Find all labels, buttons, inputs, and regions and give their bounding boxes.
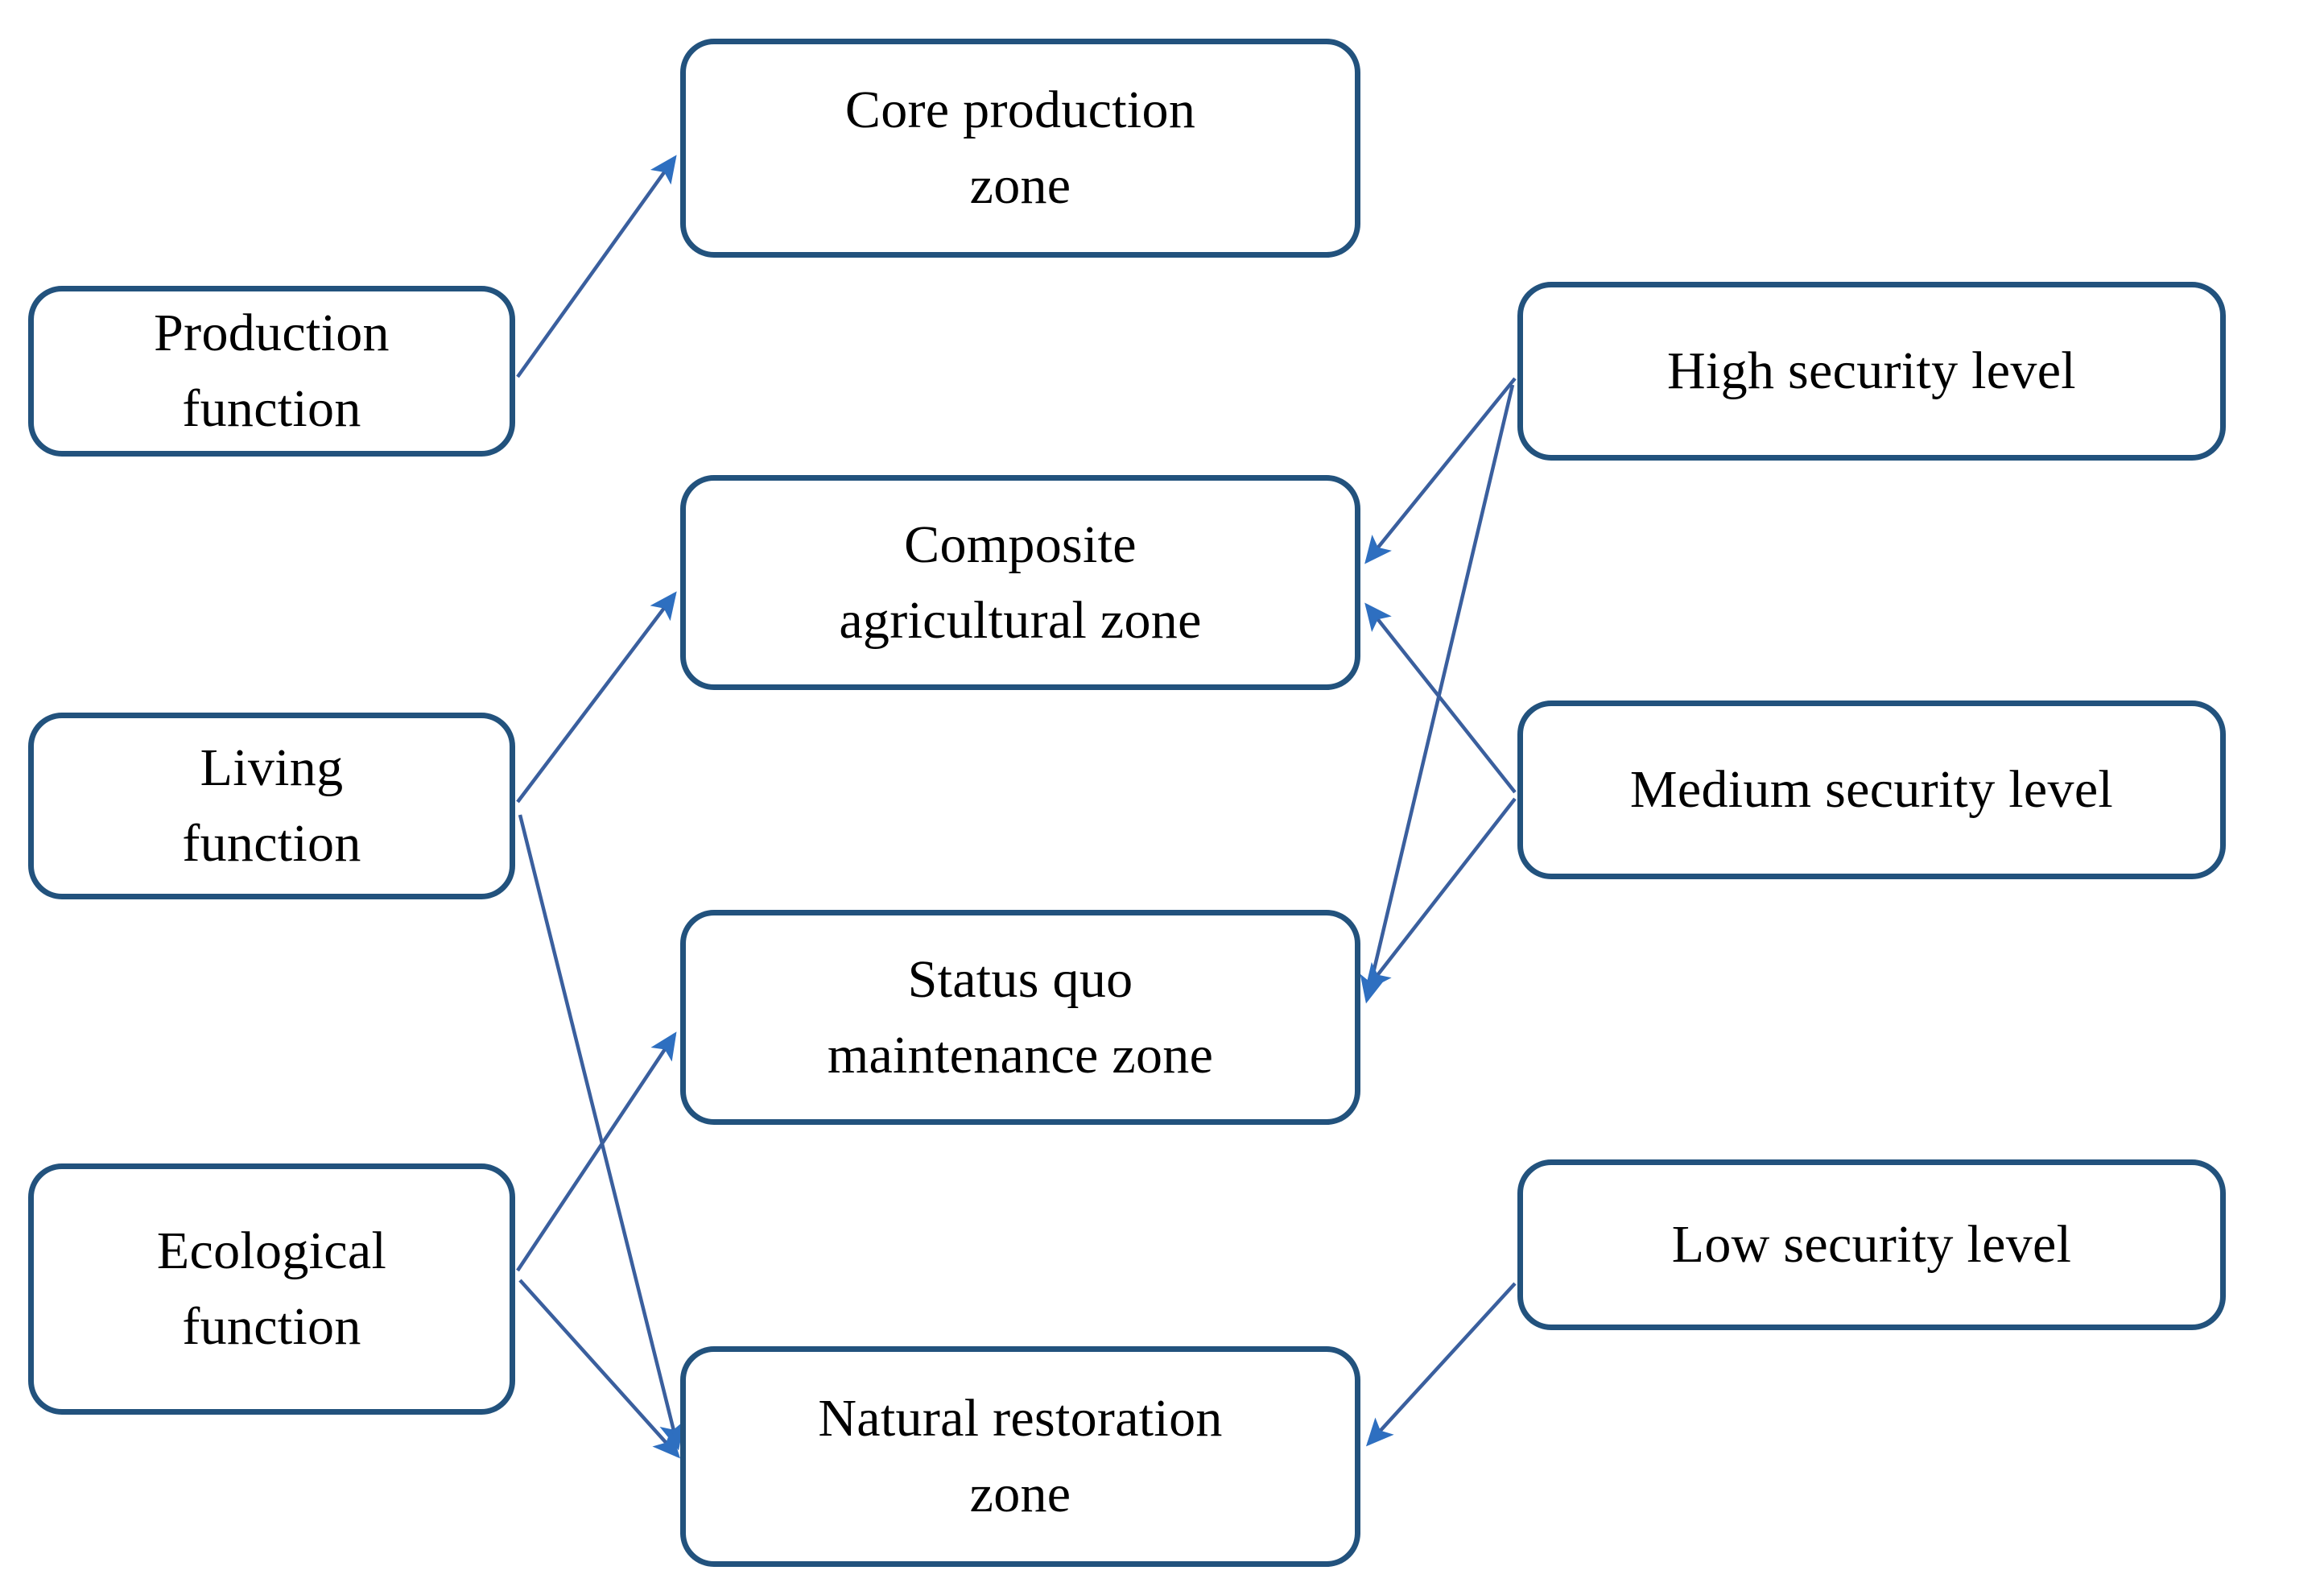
node-core-production-zone[interactable]: Core production zone: [680, 39, 1360, 258]
edge-medium-to-statusquo: [1364, 797, 1517, 992]
node-status-quo-maintenance-zone[interactable]: Status quo maintenance zone: [680, 910, 1360, 1125]
node-label-status-quo-maintenance-zone: Status quo maintenance zone: [827, 949, 1214, 1085]
node-label-low-security-level: Low security level: [1671, 1215, 2072, 1275]
edge-ecological-to-statusquo: [516, 1031, 677, 1272]
edge-production-to-core: [516, 155, 677, 378]
edge-high-to-composite: [1364, 377, 1517, 564]
edge-low-to-natural: [1365, 1282, 1517, 1447]
node-living-function[interactable]: Living function: [28, 713, 515, 899]
edge-living-to-natural: [518, 814, 685, 1451]
edge-medium-to-composite: [1364, 602, 1517, 794]
edge-high-to-statusquo: [1360, 384, 1515, 1004]
node-label-medium-security-level: Medium security level: [1629, 760, 2114, 820]
node-low-security-level[interactable]: Low security level: [1517, 1159, 2226, 1330]
node-label-high-security-level: High security level: [1667, 341, 2076, 401]
node-high-security-level[interactable]: High security level: [1517, 282, 2226, 461]
node-composite-agricultural-zone[interactable]: Composite agricultural zone: [680, 475, 1360, 690]
node-label-ecological-function: Ecological function: [156, 1221, 387, 1356]
node-label-core-production-zone: Core production zone: [844, 81, 1196, 215]
node-natural-restoration-zone[interactable]: Natural restoration zone: [680, 1346, 1360, 1567]
node-label-production-function: Production function: [154, 304, 390, 438]
node-label-living-function: Living function: [182, 738, 361, 873]
node-medium-security-level[interactable]: Medium security level: [1517, 701, 2226, 879]
edge-ecological-to-natural: [518, 1279, 681, 1459]
node-label-natural-restoration-zone: Natural restoration zone: [818, 1389, 1223, 1523]
node-label-composite-agricultural-zone: Composite agricultural zone: [839, 515, 1202, 650]
edge-living-to-composite: [516, 591, 677, 804]
node-production-function[interactable]: Production function: [28, 286, 515, 457]
node-ecological-function[interactable]: Ecological function: [28, 1163, 515, 1415]
